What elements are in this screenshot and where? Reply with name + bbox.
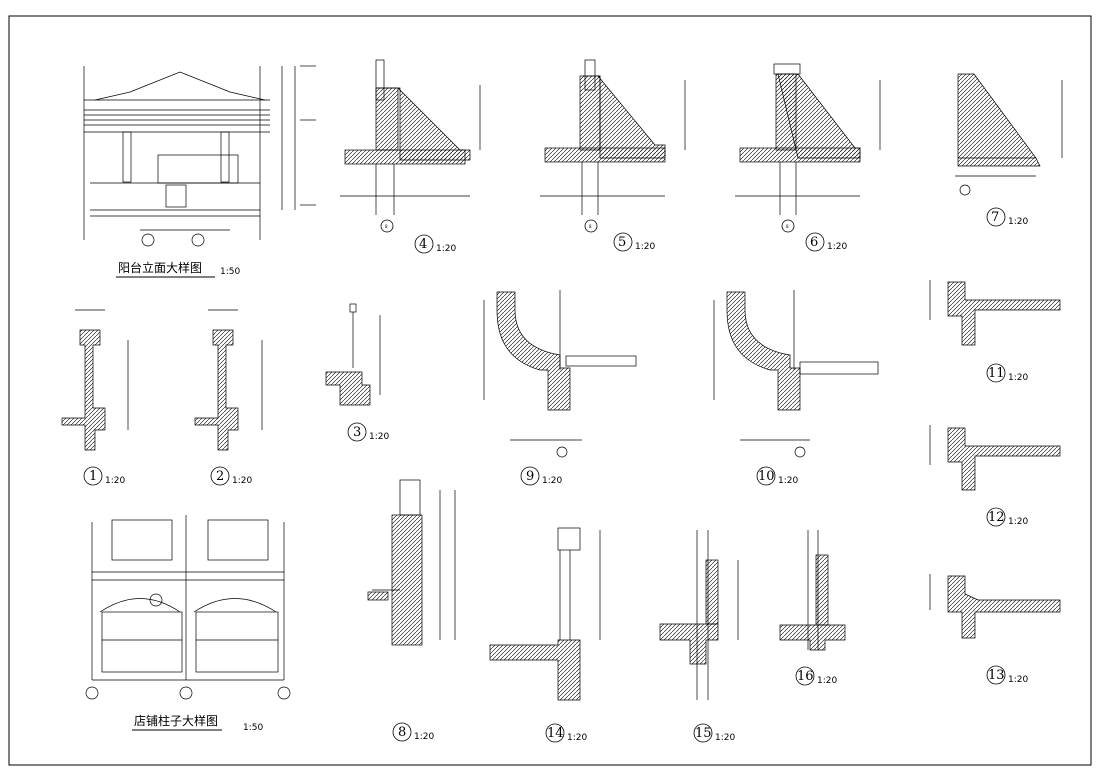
section-12-drawing — [929, 425, 1061, 491]
section-10-drawing — [713, 290, 879, 458]
section-7-drawing — [955, 73, 1063, 196]
axis-mark-section4-label: 8 — [385, 224, 388, 229]
detail-scale-6: 1:20 — [827, 242, 847, 252]
detail-num-2: 2 — [216, 469, 224, 484]
callout-circle-13 — [986, 665, 1006, 685]
section-11-drawing — [929, 280, 1061, 346]
callout-circle-1 — [83, 466, 103, 486]
section-13-drawing — [929, 574, 1061, 639]
detail-num-6: 6 — [810, 235, 818, 250]
balcony-elevation-drawing — [83, 65, 316, 247]
detail-num-1: 1 — [89, 469, 97, 484]
section-3-drawing — [325, 303, 381, 406]
detail-num-16: 16 — [797, 669, 814, 684]
callout-circle-12 — [986, 507, 1006, 527]
detail-callouts — [83, 207, 1006, 743]
balcony-elevation-scale: 1:50 — [220, 267, 240, 277]
detail-scale-13: 1:20 — [1008, 675, 1028, 685]
axis-mark-section6-label: 8 — [786, 224, 789, 229]
detail-num-11: 11 — [988, 366, 1005, 381]
callout-circle-6 — [805, 232, 825, 252]
section-16-drawing — [779, 530, 846, 651]
detail-num-12: 12 — [988, 510, 1005, 525]
section-4-drawing — [340, 59, 481, 215]
detail-scale-7: 1:20 — [1008, 217, 1028, 227]
section-6-drawing — [735, 63, 881, 215]
detail-num-3: 3 — [353, 425, 361, 440]
axis-mark-section4 — [380, 219, 394, 233]
callout-circle-11 — [986, 363, 1006, 383]
axis-mark-section5-label: 8 — [589, 224, 592, 229]
section-5-drawing — [540, 59, 686, 215]
section-9-drawing — [483, 290, 637, 458]
detail-scale-11: 1:20 — [1008, 373, 1028, 383]
detail-scale-8: 1:20 — [414, 732, 434, 742]
shop-column-scale: 1:50 — [243, 723, 263, 733]
callout-circle-3 — [347, 422, 367, 442]
detail-num-15: 15 — [695, 726, 712, 741]
detail-scale-10: 1:20 — [778, 476, 798, 486]
detail-scale-5: 1:20 — [635, 242, 655, 252]
callout-circle-7 — [986, 207, 1006, 227]
detail-scale-2: 1:20 — [232, 476, 252, 486]
callout-circle-16 — [795, 666, 815, 686]
callout-circle-10 — [756, 466, 776, 486]
detail-num-8: 8 — [398, 725, 406, 740]
sheet-border — [8, 15, 1092, 766]
callout-circle-4 — [414, 234, 434, 254]
detail-num-10: 10 — [758, 469, 775, 484]
detail-scale-3: 1:20 — [369, 432, 389, 442]
detail-scale-16: 1:20 — [817, 676, 837, 686]
detail-scale-4: 1:20 — [436, 244, 456, 254]
detail-num-5: 5 — [618, 235, 626, 250]
detail-labels: 4 1:20 5 1:20 6 1:20 7 1:20 1 1:20 2 1:2… — [89, 210, 1028, 743]
detail-num-9: 9 — [526, 469, 534, 484]
detail-num-4: 4 — [419, 237, 427, 252]
section-8-drawing — [367, 479, 456, 646]
axis-mark-section6 — [781, 219, 795, 233]
section-15-drawing — [659, 530, 739, 700]
section-14-drawing — [489, 527, 601, 701]
callout-circle-15 — [693, 723, 713, 743]
shop-column-drawing — [85, 515, 291, 700]
detail-num-13: 13 — [988, 668, 1005, 683]
detail-scale-1: 1:20 — [105, 476, 125, 486]
axis-mark-section5 — [584, 219, 598, 233]
callout-circle-8 — [392, 722, 412, 742]
detail-scale-9: 1:20 — [542, 476, 562, 486]
callout-circle-14 — [545, 723, 565, 743]
detail-scale-12: 1:20 — [1008, 517, 1028, 527]
callout-circle-5 — [613, 232, 633, 252]
callout-circle-2 — [210, 466, 230, 486]
detail-num-14: 14 — [547, 726, 564, 741]
detail-scale-15: 1:20 — [715, 733, 735, 743]
section-2-drawing — [194, 309, 263, 451]
callout-circle-9 — [520, 466, 540, 486]
detail-num-7: 7 — [991, 210, 999, 225]
shop-column-title: 店铺柱子大样图 — [134, 713, 218, 728]
balcony-elevation-title: 阳台立面大样图 — [118, 260, 202, 275]
detail-scale-14: 1:20 — [567, 733, 587, 743]
section-1-drawing — [61, 309, 129, 451]
